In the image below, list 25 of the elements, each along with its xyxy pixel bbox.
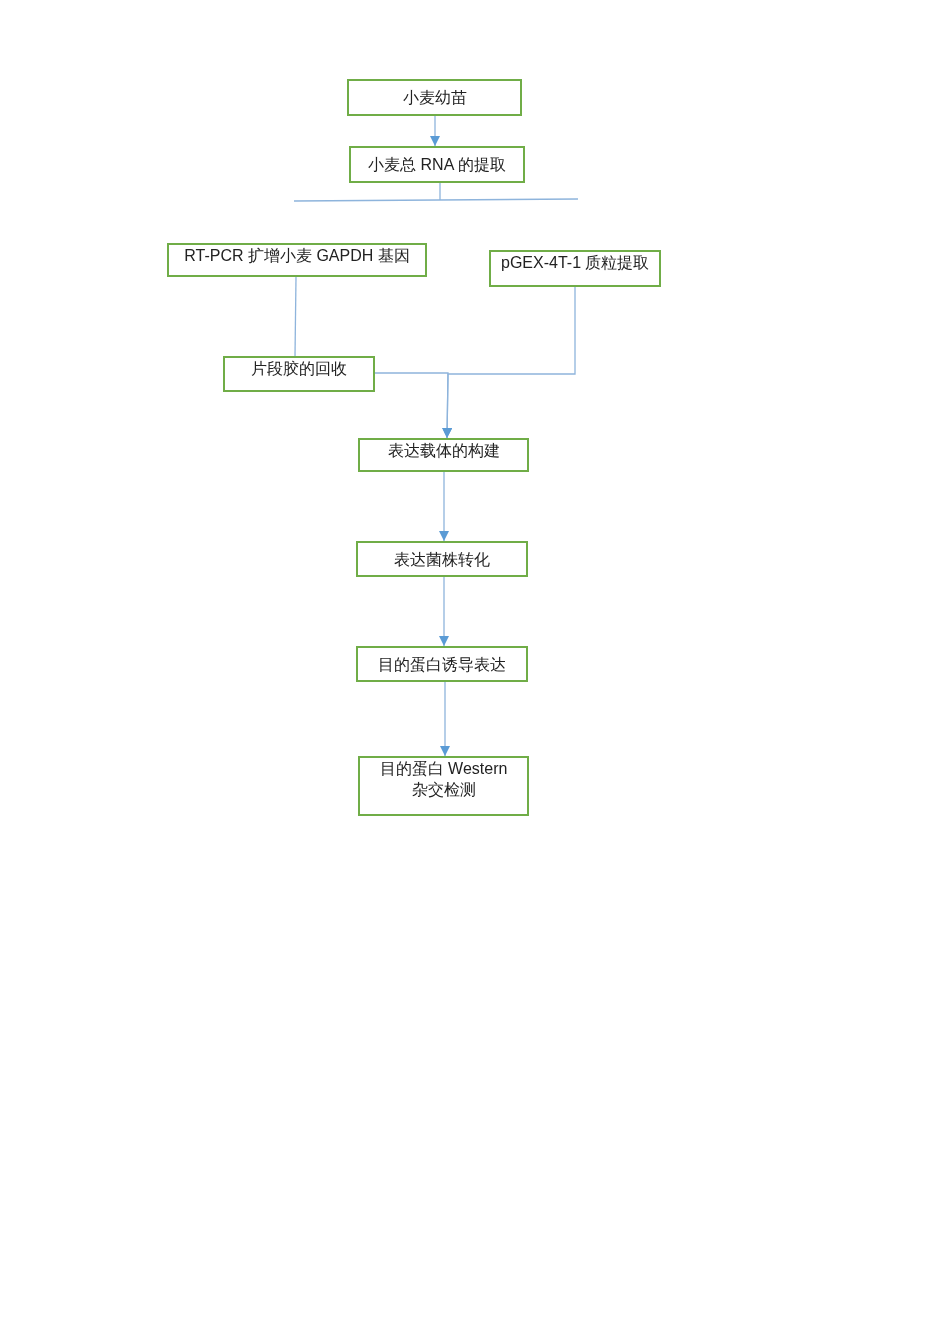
step-label: 目的蛋白 Western 杂交检测 (378, 759, 509, 800)
step-label: pGEX-4T-1 质粒提取 (501, 253, 650, 273)
step-label: 小麦幼苗 (402, 88, 467, 108)
arrow (440, 681, 450, 757)
arrow (442, 286, 576, 439)
arrow (439, 471, 449, 542)
process-box (489, 250, 661, 287)
connector-line (294, 276, 297, 357)
arrow (430, 115, 440, 147)
step-label: 表达菌株转化 (394, 549, 490, 570)
step-label: RT-PCR 扩增小麦 GAPDH 基因 (184, 246, 410, 266)
process-box (347, 79, 522, 116)
step-label: 表达载体的构建 (387, 441, 500, 461)
arrow (439, 576, 449, 647)
process-box (358, 756, 529, 816)
process-box (358, 438, 529, 472)
process-box (356, 541, 528, 577)
step-label: 目的蛋白诱导表达 (378, 654, 506, 675)
step-label: 小麦总 RNA 的提取 (368, 155, 506, 175)
branch-line (293, 182, 579, 202)
process-box (223, 356, 375, 392)
process-box (349, 146, 525, 183)
process-box (356, 646, 528, 682)
process-box (167, 243, 427, 277)
step-label: 片段胶的回收 (251, 359, 347, 379)
